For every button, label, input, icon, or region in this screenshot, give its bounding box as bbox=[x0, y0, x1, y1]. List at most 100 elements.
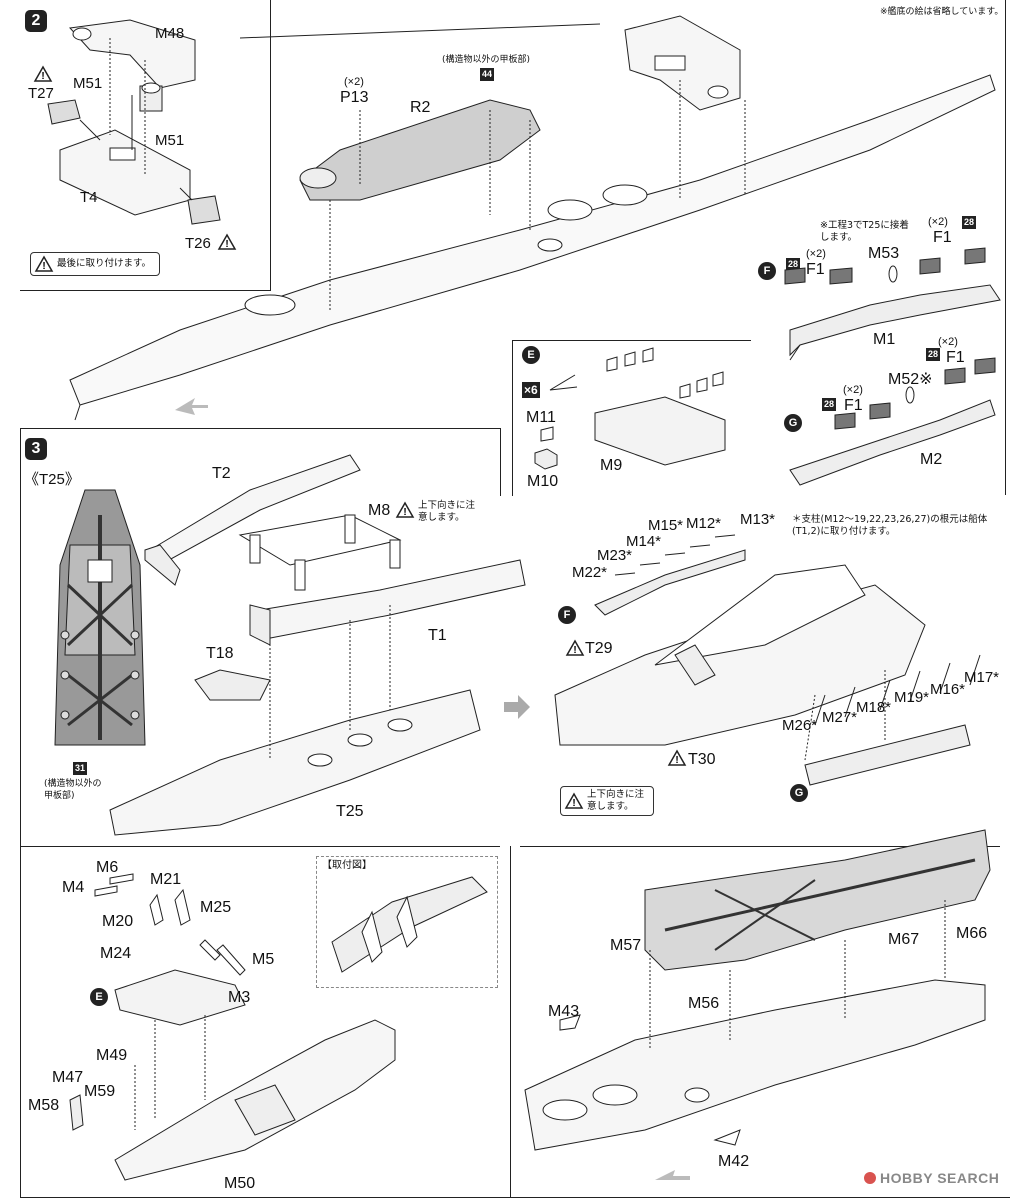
sub-note: ※工程3でT25に接着します。 bbox=[820, 220, 909, 243]
svg-text:!: ! bbox=[573, 645, 576, 656]
label-m22: M22* bbox=[572, 564, 608, 581]
badge-g-step3: G bbox=[790, 784, 808, 802]
f1-c-num: 28 bbox=[926, 348, 941, 361]
label-m59: M59 bbox=[84, 1083, 116, 1100]
step3-assembly-left bbox=[109, 454, 526, 836]
watermark-text: HOBBY SEARCH bbox=[880, 1170, 1000, 1186]
svg-text:!: ! bbox=[403, 507, 406, 518]
badge-f-step3: F bbox=[558, 606, 576, 624]
label-m14: M14* bbox=[626, 533, 662, 550]
svg-text:!: ! bbox=[675, 755, 678, 766]
label-p13: P13 bbox=[340, 89, 369, 106]
t25-title: 《T25》 bbox=[24, 471, 80, 488]
label-m8: M8 bbox=[368, 502, 391, 519]
label-f1-b: F1 bbox=[806, 261, 825, 278]
label-m19: M19* bbox=[894, 689, 930, 706]
svg-text:!: ! bbox=[42, 261, 45, 272]
label-m42: M42 bbox=[718, 1153, 750, 1170]
label-m3: M3 bbox=[228, 989, 251, 1006]
f1-d-count: (×2) bbox=[843, 384, 863, 396]
label-m57: M57 bbox=[610, 937, 642, 954]
e-box bbox=[512, 340, 751, 496]
badge-e: E bbox=[522, 346, 540, 364]
label-m27: M27* bbox=[822, 709, 858, 726]
detail-title: 【取付図】 bbox=[322, 860, 372, 871]
label-m6: M6 bbox=[96, 859, 119, 876]
label-m51a: M51 bbox=[73, 75, 103, 92]
f1-a-count: (×2) bbox=[928, 216, 948, 228]
label-m10: M10 bbox=[527, 473, 559, 490]
label-m17: M17* bbox=[964, 669, 1000, 686]
label-f1-c: F1 bbox=[946, 349, 965, 366]
watermark-logo bbox=[864, 1172, 876, 1184]
label-m56: M56 bbox=[688, 995, 720, 1012]
label-m21: M21 bbox=[150, 871, 182, 888]
label-m49: M49 bbox=[96, 1047, 128, 1064]
label-m9: M9 bbox=[600, 457, 623, 474]
label-m26: M26* bbox=[782, 717, 818, 734]
f1-a-num: 28 bbox=[962, 216, 977, 229]
label-m66: M66 bbox=[956, 925, 988, 942]
label-m23: M23* bbox=[597, 547, 633, 564]
label-m12: M12* bbox=[686, 515, 722, 532]
badge-e-bottom: E bbox=[90, 988, 108, 1006]
label-t30: T30 bbox=[688, 751, 716, 768]
label-m5: M5 bbox=[252, 951, 275, 968]
svg-text:!: ! bbox=[572, 798, 575, 809]
f1-d-num: 28 bbox=[822, 398, 837, 411]
direction-arrow bbox=[504, 695, 530, 719]
svg-text:!: ! bbox=[225, 239, 228, 250]
label-t27: T27 bbox=[28, 85, 54, 102]
f1-b-num: 28 bbox=[786, 258, 801, 271]
label-m4: M4 bbox=[62, 879, 85, 896]
label-t2: T2 bbox=[212, 465, 231, 482]
step3-left-border bbox=[20, 428, 21, 1198]
e-multiplier: ×6 bbox=[522, 382, 540, 398]
updown-note-box: ! 上下向きに注意します。 bbox=[560, 786, 654, 816]
label-f1-d: F1 bbox=[844, 397, 863, 414]
bottom-left-assembly bbox=[69, 873, 396, 1181]
label-m58: M58 bbox=[28, 1097, 60, 1114]
label-t26: T26 bbox=[185, 235, 211, 252]
t25-note: (構造物以外の甲板部) bbox=[44, 779, 102, 801]
f1-c-count: (×2) bbox=[938, 336, 958, 348]
label-m52: M52※ bbox=[888, 371, 933, 388]
label-p13-count: (×2) bbox=[344, 76, 364, 88]
label-m53: M53 bbox=[868, 245, 900, 262]
label-t1: T1 bbox=[428, 627, 447, 644]
label-m20: M20 bbox=[102, 913, 134, 930]
step3-right-mid bbox=[520, 846, 1000, 847]
label-t18: T18 bbox=[206, 645, 234, 662]
t25-deck-plan bbox=[54, 489, 146, 746]
step2-main-border bbox=[20, 428, 500, 429]
bottom-right-assembly bbox=[524, 829, 991, 1180]
step3-badge: 3 bbox=[25, 438, 47, 460]
label-m48: M48 bbox=[155, 25, 185, 42]
step2-right-border bbox=[1005, 0, 1006, 495]
e-box-parts bbox=[534, 347, 726, 470]
label-m13: M13* bbox=[740, 511, 776, 528]
label-m50: M50 bbox=[224, 1175, 256, 1192]
label-m25: M25 bbox=[200, 899, 232, 916]
deck-note: (構造物以外の甲板部) bbox=[442, 55, 531, 65]
step3-assembly-right bbox=[554, 534, 981, 786]
step2-inset-drawing bbox=[47, 19, 221, 225]
label-m16: M16* bbox=[930, 681, 966, 698]
label-f1-a: F1 bbox=[933, 229, 952, 246]
updown-note-2: 上下向きに注意します。 bbox=[587, 789, 645, 812]
label-m11: M11 bbox=[526, 409, 556, 426]
divider-vertical bbox=[510, 846, 511, 1198]
warning-note-text: 最後に取り付けます。 bbox=[57, 258, 152, 269]
updown-note-1: 上下向きに注意します。 bbox=[418, 500, 476, 523]
t25-num: 31 bbox=[73, 762, 88, 775]
detail-inset bbox=[316, 856, 498, 988]
sub-assembly-m1 bbox=[784, 247, 1001, 486]
label-t25: T25 bbox=[336, 803, 364, 820]
label-m43: M43 bbox=[548, 1003, 580, 1020]
label-m1: M1 bbox=[873, 331, 896, 348]
badge-f: F bbox=[758, 262, 776, 280]
step3-top-border bbox=[500, 428, 501, 496]
struts-note: ＊支柱(M12～19,22,23,26,27)の根元は船体(T1,2)に取り付け… bbox=[792, 514, 988, 537]
step3-bottom-border bbox=[20, 1197, 1010, 1198]
label-m47: M47 bbox=[52, 1069, 84, 1086]
